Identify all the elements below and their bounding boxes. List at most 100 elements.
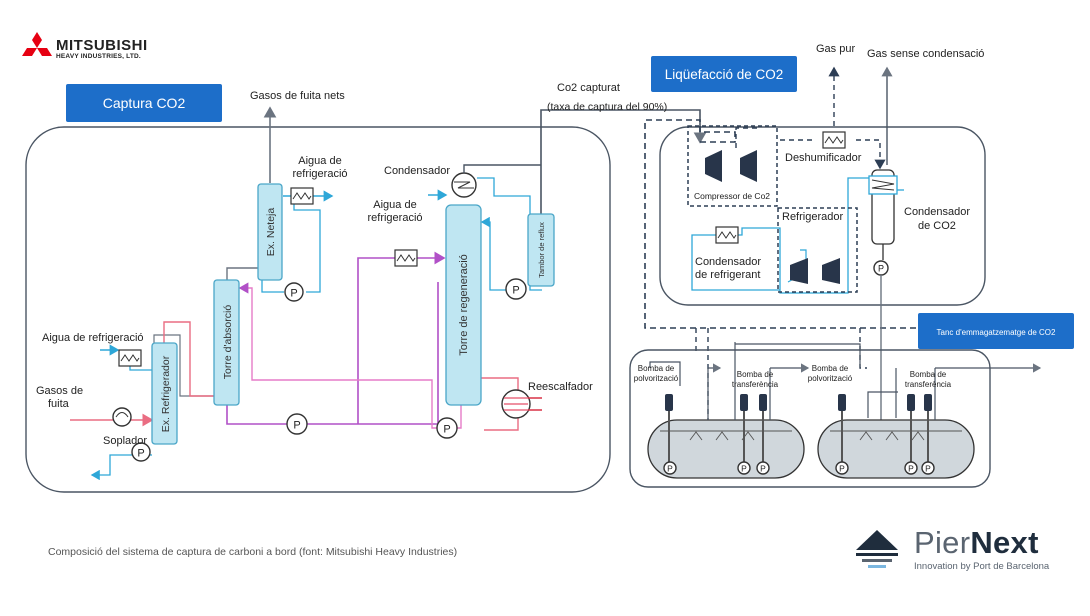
- company-name: MITSUBISHI: [56, 37, 148, 54]
- exhaust-label-1: Gasos de: [36, 385, 83, 397]
- svg-text:P: P: [290, 288, 297, 300]
- spray-pump-1: P: [663, 394, 677, 475]
- washer-loop-line: [293, 196, 321, 293]
- reboiler-label: Reescalfador: [528, 381, 593, 393]
- transfer-pump-1-label-b: transferència: [732, 380, 779, 389]
- svg-text:P: P: [839, 464, 845, 474]
- compressor-box: [687, 125, 778, 207]
- brand-block: PierNext Innovation by Port de Barcelona: [914, 525, 1050, 573]
- rich-solvent-pump-icon: [286, 413, 308, 435]
- svg-text:P: P: [741, 464, 747, 474]
- cooler-hot-line: [163, 321, 214, 397]
- absorber-column-label: Torre d'absorció: [222, 305, 234, 380]
- refrigerator-label: Refrigerador: [782, 211, 843, 223]
- svg-text:P: P: [878, 264, 884, 274]
- cooler-pump-icon: [131, 442, 151, 462]
- liquefaction-section-frame: [659, 126, 986, 306]
- cooling-water-washer-label-2: refrigeració: [292, 168, 347, 180]
- pure-gas-label: Gas pur: [816, 43, 855, 55]
- lean-solvent-pump-icon: [436, 417, 458, 439]
- reflux-pump-icon: [505, 278, 527, 300]
- transfer-pump-1-label-a: Bomba de: [737, 370, 774, 379]
- washer-column-label: Ex. Neteja: [265, 208, 277, 257]
- condenser-label: Condensador: [384, 165, 450, 177]
- storage-tank-header: [918, 313, 1074, 349]
- transfer-pump-1: P P: [737, 394, 770, 475]
- piernext-logo-icon: [856, 530, 898, 568]
- refrigerator-box: [777, 207, 858, 293]
- blower-icon: [112, 407, 132, 427]
- capture-header: [66, 84, 222, 122]
- brand-tagline: Innovation by Port de Barcelona: [914, 561, 1050, 572]
- co2-condenser-label-2: de CO2: [918, 220, 956, 232]
- dehumidifier-icon: [822, 131, 846, 149]
- storage-section-frame: [629, 349, 991, 488]
- storage-tank-header-label: Tanc d'emmagatzematge de CO2: [937, 328, 1056, 337]
- lean-solvent-line: [238, 282, 462, 429]
- spray-pump-1-label-b: polvorització: [634, 374, 679, 383]
- washer-column: [257, 183, 283, 281]
- refrigeration-loop-line: [691, 177, 869, 294]
- cooler-column-label: Ex. Refrigerador: [160, 355, 172, 432]
- drum-pump-line: [529, 286, 542, 291]
- brand-name: PierNext: [914, 525, 1039, 560]
- reflux-drum-label: Tambor de reflux: [537, 222, 546, 278]
- svg-text:P: P: [760, 464, 766, 474]
- liquefaction-header: [651, 56, 797, 92]
- spray-pump-2: P: [835, 394, 849, 475]
- exhaust-label-2: fuita: [48, 398, 70, 410]
- rich-solvent-line-a: [226, 282, 439, 425]
- svg-text:P: P: [925, 464, 931, 474]
- washer-return-line: [261, 280, 284, 293]
- mitsubishi-logo-icon: [22, 32, 52, 56]
- rich-solvent-line-b: [357, 257, 395, 424]
- spray-pump-2-label-b: polvorització: [808, 374, 853, 383]
- absorber-to-washer-line: [226, 267, 258, 280]
- refrigerant-condenser-label-1: Condensador: [695, 256, 761, 268]
- refrigerant-condenser-label-2: de refrigerant: [695, 269, 760, 281]
- spray-pump-1-label-a: Bomba de: [638, 364, 675, 373]
- non-condensed-gas-label: Gas sense condensació: [867, 48, 984, 60]
- transfer-pump-2-label-b: transferència: [905, 380, 952, 389]
- capture-section-frame: [25, 126, 611, 493]
- compressor-stage-2-icon: [740, 150, 757, 182]
- reflux-drum: [527, 213, 555, 287]
- storage-tank-2: [817, 419, 975, 479]
- refrigerant-condenser-icon: [715, 226, 739, 244]
- co2-condenser-label-1: Condensador: [904, 206, 970, 218]
- washer-heat-exchanger-icon: [290, 187, 314, 205]
- capture-rate-label: (taxa de captura del 90%): [547, 101, 667, 113]
- svg-text:P: P: [512, 285, 519, 297]
- regenerator-column-label: Torre de regeneració: [458, 254, 470, 356]
- compressor-stage-1-icon: [705, 150, 722, 182]
- refrigerator-compressor-1-icon: [790, 258, 808, 284]
- reflux-return-line: [480, 216, 506, 291]
- co2-captured-label: Co2 capturat: [557, 82, 620, 94]
- condenser-to-drum-line: [477, 177, 531, 214]
- cooler-column: [151, 342, 178, 445]
- capture-header-label: Captura CO2: [103, 95, 186, 111]
- cooler-heat-exchanger-icon: [118, 349, 142, 367]
- figure-caption: Composició del sistema de captura de car…: [48, 546, 458, 558]
- company-division: HEAVY INDUSTRIES, LTD.: [56, 53, 141, 60]
- liquefaction-header-label: Liqüefacció de CO2: [665, 67, 784, 82]
- dehumidifier-label: Deshumificador: [785, 152, 862, 164]
- svg-text:P: P: [137, 448, 144, 460]
- transfer-pump-2-label-a: Bomba de: [910, 370, 947, 379]
- dashed-loop-line: [644, 119, 986, 329]
- blower-label: Soplador: [103, 435, 147, 447]
- svg-text:P: P: [908, 464, 914, 474]
- solvent-heat-exchanger-icon: [394, 249, 418, 267]
- svg-text:P: P: [667, 464, 673, 474]
- cooling-water-washer-label-1: Aigua de: [298, 155, 341, 167]
- transfer-pump-2: P P: [904, 394, 935, 475]
- refrigerator-compressor-2-icon: [822, 258, 840, 284]
- regenerator-column: [445, 204, 482, 406]
- svg-text:P: P: [443, 424, 450, 436]
- absorber-column: [213, 279, 240, 406]
- cooling-water-left-label: Aigua de refrigeració: [42, 332, 144, 344]
- cooling-water-mid-label-2: refrigeració: [367, 212, 422, 224]
- spray-pump-2-label-a: Bomba de: [812, 364, 849, 373]
- clean-exhaust-label: Gasos de fuita nets: [250, 90, 345, 102]
